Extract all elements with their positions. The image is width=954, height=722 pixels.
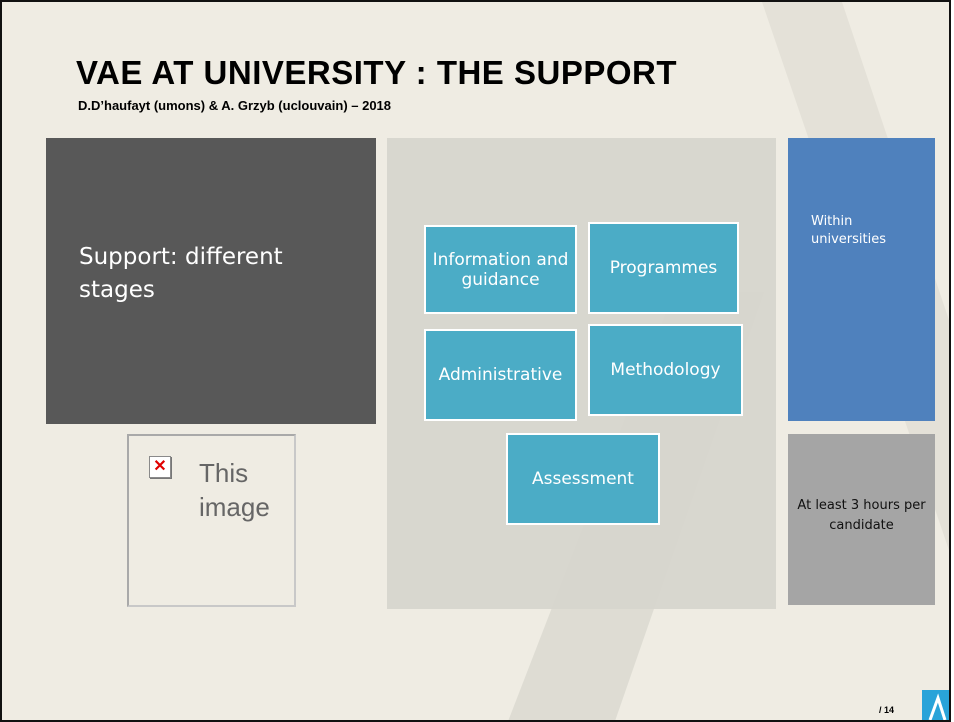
image-placeholder-text: This image xyxy=(199,458,270,522)
page-number: / 14 xyxy=(879,705,895,715)
support-stages-text: Support: different stages xyxy=(79,244,283,303)
slide-title: VAE AT UNIVERSITY : THE SUPPORT xyxy=(76,54,678,91)
stage-label: Assessment xyxy=(532,469,634,489)
hours-per-candidate-box: At least 3 hours per candidate xyxy=(788,434,935,605)
slide-subtitle: D.D’haufayt (umons) & A. Grzyb (uclouvai… xyxy=(78,98,392,113)
stage-label: Programmes xyxy=(609,258,718,278)
stage-label: Administrative xyxy=(438,365,563,385)
within-universities-box: Within universities xyxy=(788,138,935,421)
within-universities-text: Within universities xyxy=(811,214,886,247)
support-stages-box: Support: different stages xyxy=(46,138,376,424)
broken-image-icon: ✕ xyxy=(149,456,171,478)
stage-information-guidance: Information and guidance xyxy=(424,225,577,314)
stage-methodology: Methodology xyxy=(588,324,743,416)
stage-administrative: Administrative xyxy=(424,329,577,421)
stage-label: Information and guidance xyxy=(432,249,569,290)
image-placeholder: ✕ This image xyxy=(127,434,296,607)
university-logo-icon xyxy=(922,690,949,720)
hours-per-candidate-text: At least 3 hours per candidate xyxy=(797,498,926,533)
stage-programmes: Programmes xyxy=(588,222,739,314)
stage-label: Methodology xyxy=(610,360,721,380)
stage-assessment: Assessment xyxy=(506,433,660,525)
